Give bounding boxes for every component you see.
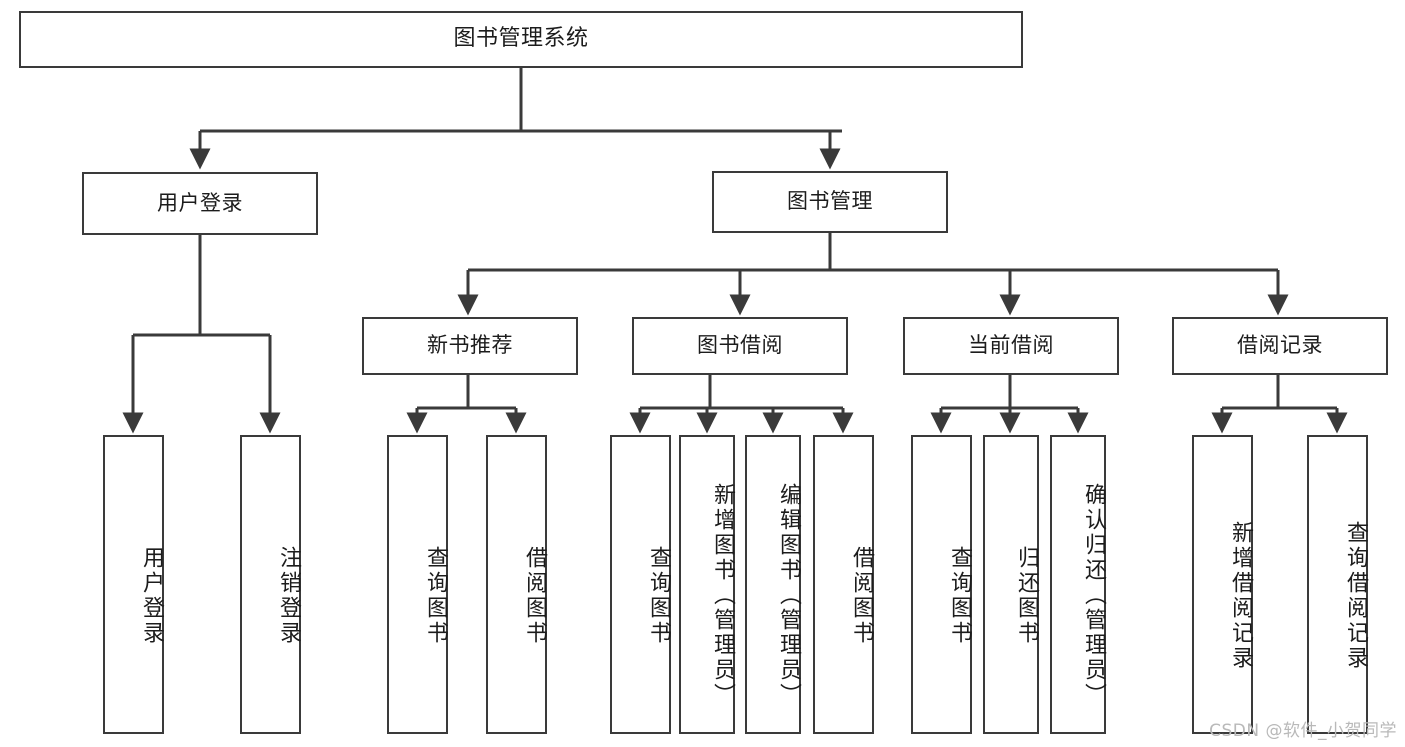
node-label: 用户登录: [139, 545, 164, 646]
node-label: 借阅图书: [849, 545, 874, 646]
node-label: 用户登录: [157, 190, 243, 215]
leaf-logout[interactable]: 注销登录: [240, 435, 301, 734]
leaf-query-borrow-record[interactable]: 查询借阅记录: [1307, 435, 1368, 734]
node-root-system[interactable]: 图书管理系统: [19, 11, 1023, 68]
node-label: 归还图书: [1014, 545, 1039, 646]
leaf-user-login[interactable]: 用户登录: [103, 435, 164, 734]
node-label: 图书管理系统: [453, 26, 589, 52]
node-label: 编辑图书（管理员）: [776, 483, 801, 708]
node-label: 图书借阅: [697, 333, 783, 358]
csdn-watermark: CSDN @软件_小贺同学: [1209, 721, 1397, 741]
node-label: 查询图书: [423, 545, 448, 646]
node-current-borrow[interactable]: 当前借阅: [903, 317, 1119, 375]
leaf-query-book-current[interactable]: 查询图书: [911, 435, 972, 734]
node-label: 新增借阅记录: [1228, 520, 1253, 671]
leaf-add-borrow-record[interactable]: 新增借阅记录: [1192, 435, 1253, 734]
leaf-confirm-return-admin[interactable]: 确认归还（管理员）: [1050, 435, 1106, 734]
node-label: 图书管理: [787, 189, 873, 214]
leaf-add-book-admin[interactable]: 新增图书（管理员）: [679, 435, 735, 734]
node-label: 确认归还（管理员）: [1081, 483, 1106, 708]
node-book-borrow[interactable]: 图书借阅: [632, 317, 848, 375]
node-label: 查询借阅记录: [1343, 520, 1368, 671]
leaf-edit-book-admin[interactable]: 编辑图书（管理员）: [745, 435, 801, 734]
node-label: 当前借阅: [968, 333, 1054, 358]
node-book-manage[interactable]: 图书管理: [712, 171, 948, 233]
leaf-borrow-book-recommend[interactable]: 借阅图书: [486, 435, 547, 734]
node-label: 查询图书: [646, 545, 671, 646]
node-label: 注销登录: [276, 545, 301, 646]
node-label: 借阅图书: [522, 545, 547, 646]
leaf-query-book-recommend[interactable]: 查询图书: [387, 435, 448, 734]
leaf-query-book-borrow[interactable]: 查询图书: [610, 435, 671, 734]
node-new-book-recommend[interactable]: 新书推荐: [362, 317, 578, 375]
node-user-login[interactable]: 用户登录: [82, 172, 318, 235]
node-label: 查询图书: [947, 545, 972, 646]
node-label: 新增图书（管理员）: [710, 483, 735, 708]
node-borrow-record[interactable]: 借阅记录: [1172, 317, 1388, 375]
node-label: 新书推荐: [427, 333, 513, 358]
node-label: 借阅记录: [1237, 333, 1323, 358]
leaf-return-book[interactable]: 归还图书: [983, 435, 1039, 734]
leaf-borrow-book[interactable]: 借阅图书: [813, 435, 874, 734]
